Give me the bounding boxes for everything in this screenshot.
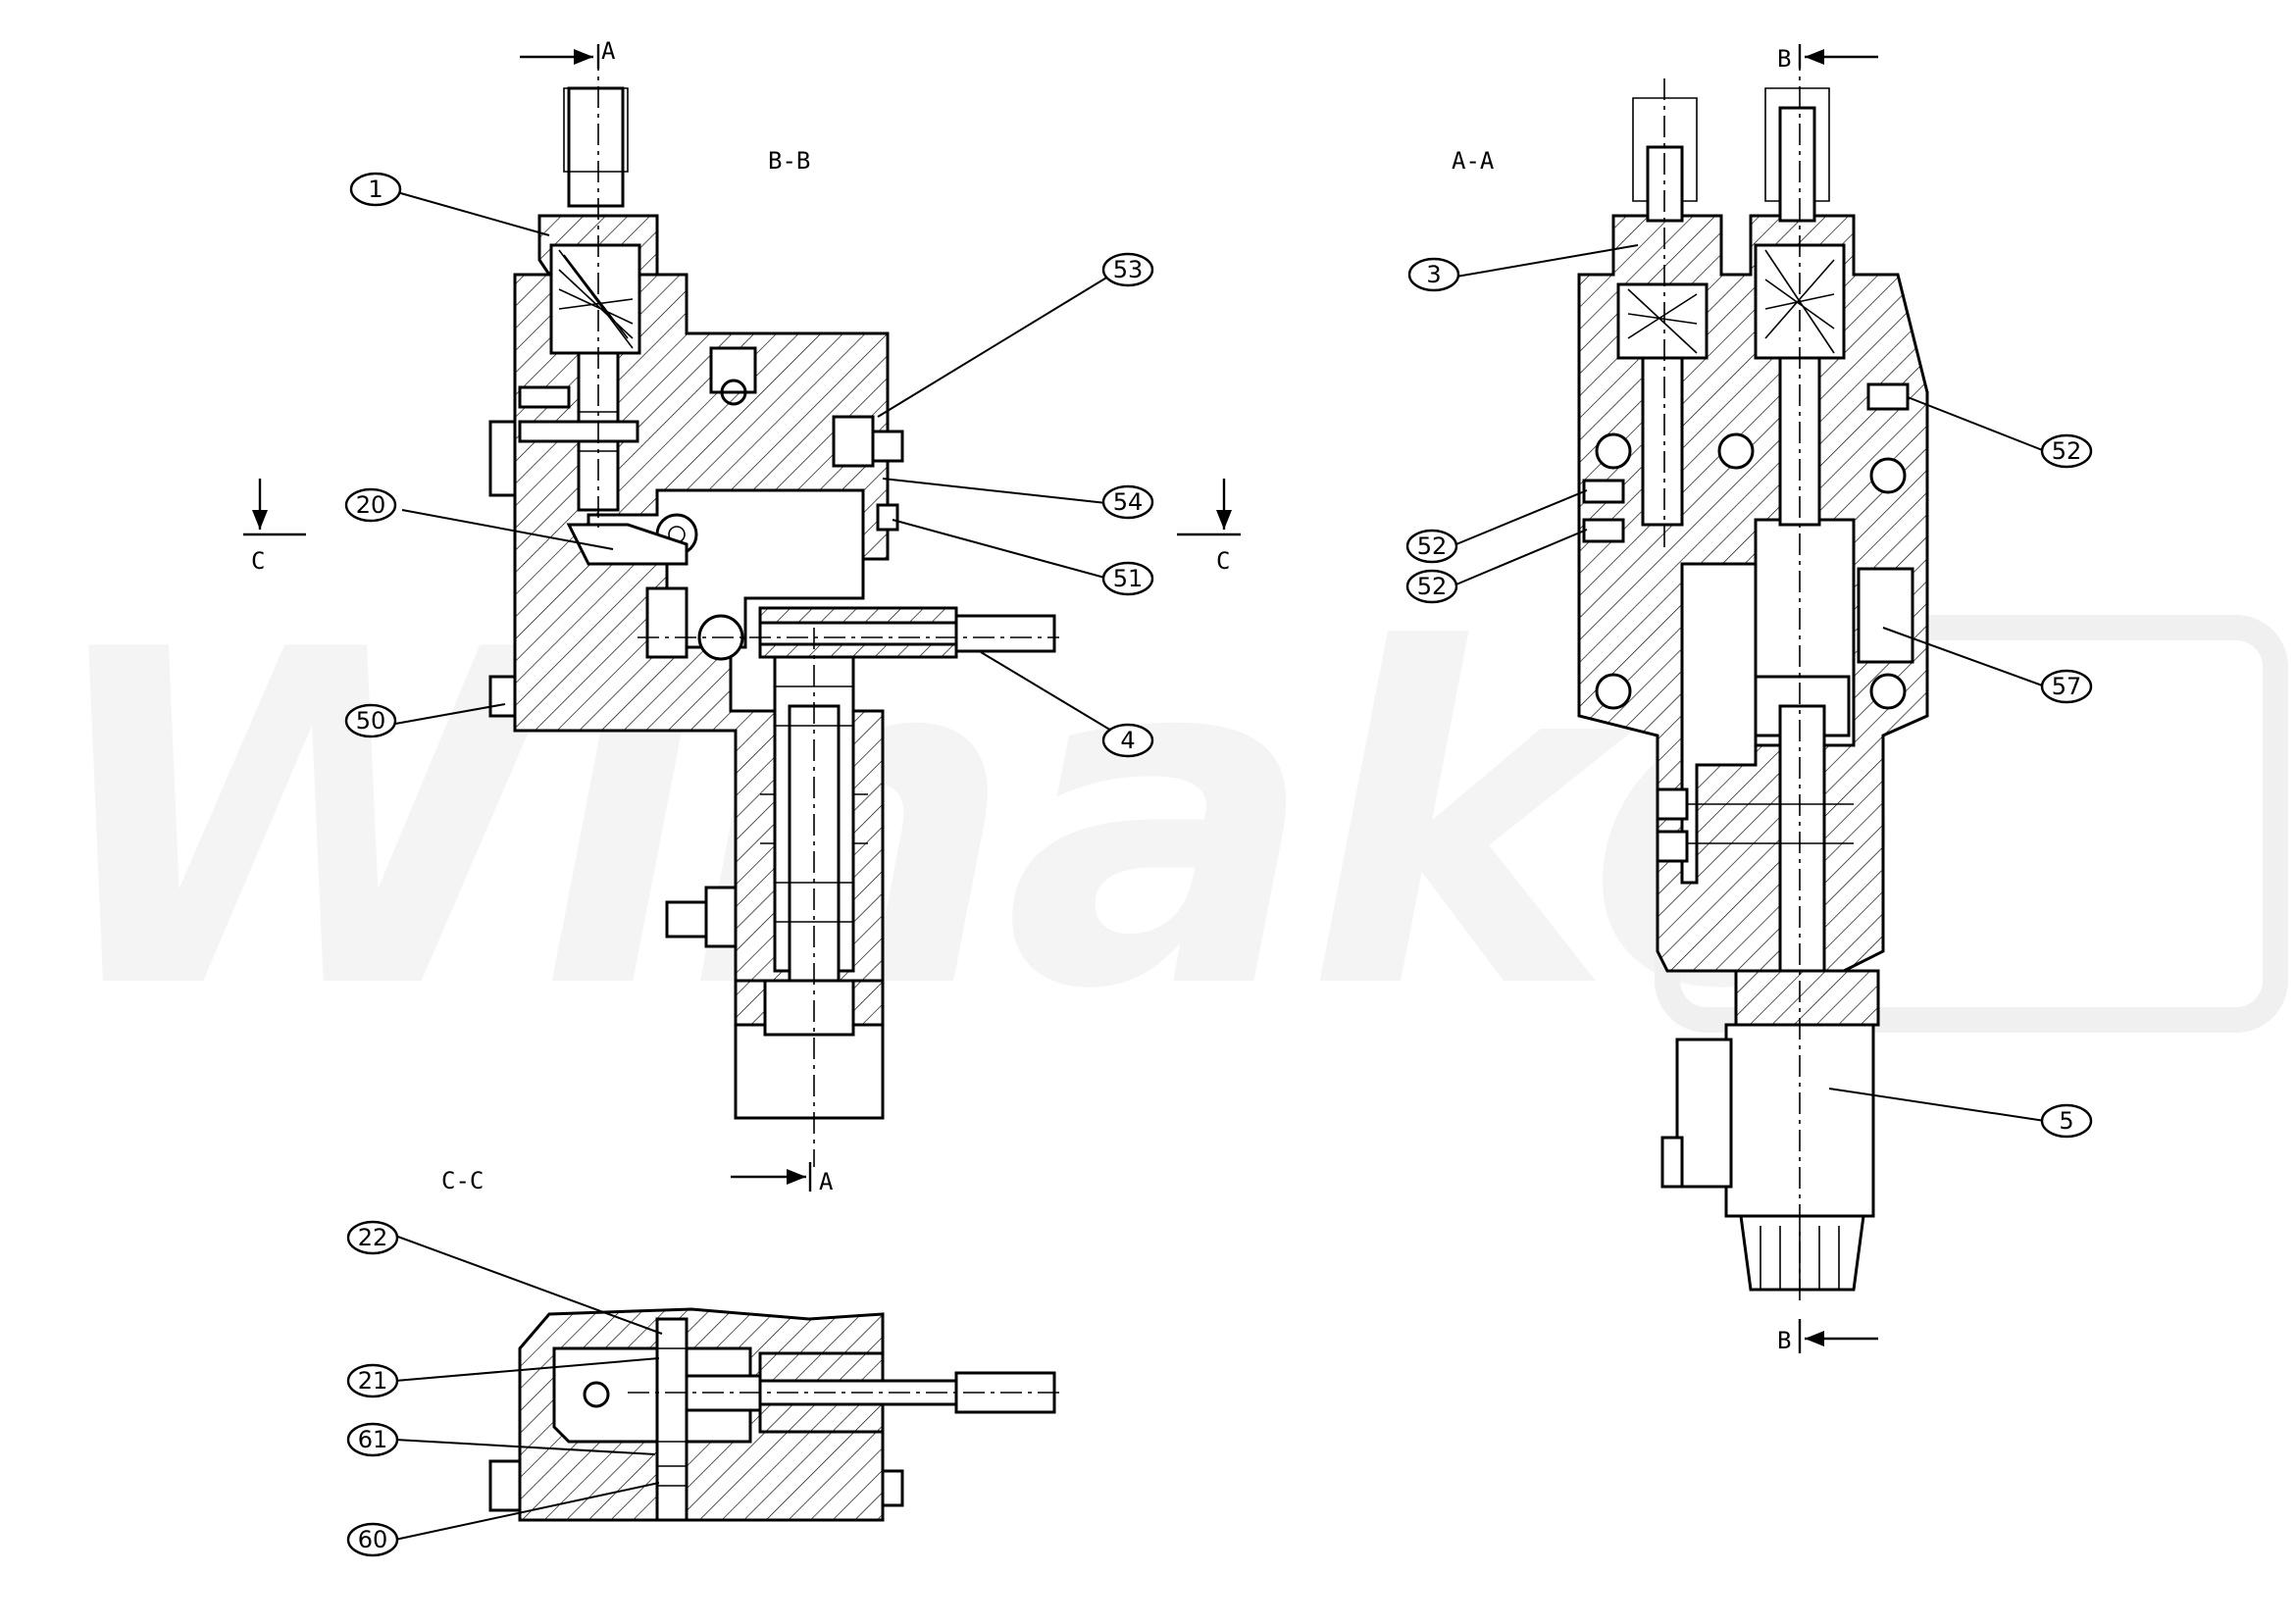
section-arrow-b-bottom: B: [1777, 1319, 1878, 1354]
callout-tag: 54: [1101, 484, 1154, 520]
callout-bubble: [1101, 484, 1154, 520]
callout-tag: 53: [1101, 252, 1154, 287]
callout-tag: 20: [344, 487, 397, 523]
view-bb: [488, 49, 1059, 1167]
callout-number: 54: [1113, 488, 1144, 516]
section-label-b-top: B: [1777, 45, 1791, 73]
callout-layer: 1 53 54 20 51 4 50 3 52 52 52 57 5 22 21 61 60: [344, 172, 2093, 1557]
callout-bubble: [349, 172, 402, 207]
callout-number: 1: [368, 176, 383, 203]
callout-number: 52: [1417, 533, 1448, 560]
callout-number: 57: [2052, 673, 2082, 700]
callout-tag: 4: [1101, 723, 1154, 758]
callout-bubble: [2040, 433, 2093, 469]
callout-tag: 52: [1405, 529, 1458, 564]
section-arrow-c-left: C: [243, 479, 306, 575]
callout-number: 20: [356, 491, 386, 519]
callout-tag: 52: [1405, 569, 1458, 604]
callout-tag: 50: [344, 703, 397, 738]
callout-number: 53: [1113, 256, 1144, 283]
callout-bubble: [1405, 569, 1458, 604]
callout-number: 21: [358, 1367, 388, 1395]
callout-bubble: [1407, 257, 1460, 292]
section-label-a-top: A: [601, 37, 616, 65]
callout-bubble: [1101, 561, 1154, 596]
callout-tag: 21: [346, 1363, 399, 1398]
callout-bubble: [1405, 529, 1458, 564]
callout-number: 51: [1113, 565, 1144, 592]
view-aa: [1577, 49, 1929, 1304]
view-cc: [488, 1307, 1059, 1522]
section-arrow-a-bottom: A: [731, 1162, 834, 1195]
section-arrow-a-top: A: [520, 37, 616, 69]
section-label-c-right: C: [1216, 547, 1230, 575]
view-label-cc: C-C: [441, 1167, 484, 1194]
section-arrow-b-top: B: [1777, 44, 1878, 73]
callout-tag: 51: [1101, 561, 1154, 596]
view-label-bb: B-B: [768, 147, 810, 175]
callout-number: 50: [356, 707, 386, 735]
section-label-a-bottom: A: [819, 1168, 834, 1195]
callout-bubble: [344, 487, 397, 523]
callout-tag: 52: [2040, 433, 2093, 469]
section-label-c-left: C: [251, 547, 265, 575]
leader-lines: [394, 191, 2046, 1541]
callout-tag: 5: [2040, 1103, 2093, 1139]
callout-bubble: [346, 1422, 399, 1457]
callout-bubble: [1101, 723, 1154, 758]
callout-tag: 57: [2040, 669, 2093, 704]
callout-number: 5: [2059, 1107, 2073, 1135]
callout-tag: 3: [1407, 257, 1460, 292]
callout-number: 60: [358, 1526, 388, 1553]
callout-number: 52: [2052, 437, 2082, 465]
view-label-aa: A-A: [1452, 147, 1495, 175]
callout-bubble: [1101, 252, 1154, 287]
section-label-b-bottom: B: [1777, 1327, 1791, 1354]
callout-bubble: [346, 1220, 399, 1255]
callout-bubble: [344, 703, 397, 738]
callout-number: 22: [358, 1224, 388, 1251]
callout-bubble: [346, 1363, 399, 1398]
callout-number: 52: [1417, 573, 1448, 600]
callout-bubble: [2040, 1103, 2093, 1139]
callout-bubble: [2040, 669, 2093, 704]
callout-tag: 1: [349, 172, 402, 207]
callout-number: 4: [1120, 727, 1135, 754]
section-arrow-c-right: C: [1177, 479, 1241, 575]
callout-tag: 61: [346, 1422, 399, 1457]
callout-number: 3: [1426, 261, 1441, 288]
callout-tag: 60: [346, 1522, 399, 1557]
callout-number: 61: [358, 1426, 388, 1453]
callout-bubble: [346, 1522, 399, 1557]
callout-tag: 22: [346, 1220, 399, 1255]
